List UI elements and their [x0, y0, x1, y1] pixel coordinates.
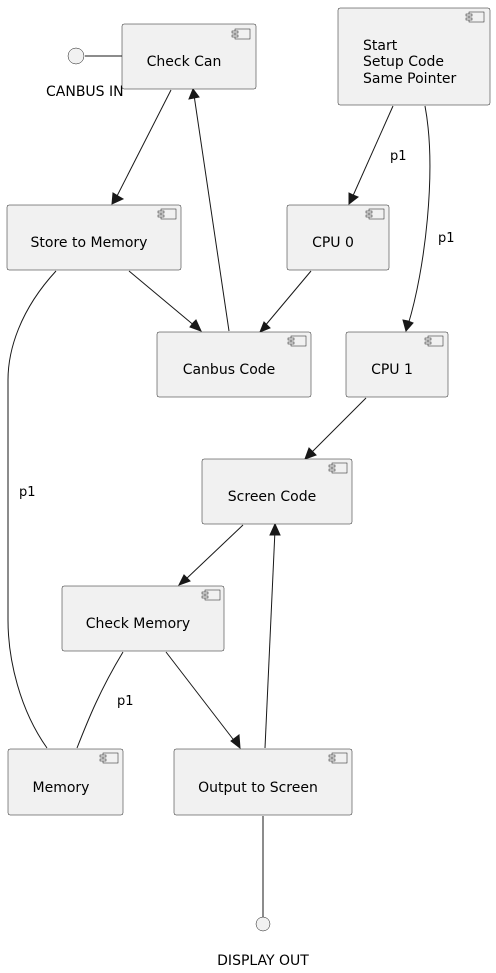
interface-label: DISPLAY OUT: [217, 953, 309, 969]
component-label: Memory: [33, 780, 90, 796]
component-screen-code[interactable]: Screen Code: [201, 458, 353, 525]
component-memory[interactable]: Memory: [7, 748, 124, 816]
component-label: Start: [363, 38, 398, 54]
component-icon: [201, 589, 221, 601]
component-label: Check Can: [147, 54, 222, 70]
arrowhead: [402, 319, 414, 333]
component-cpu0[interactable]: CPU 0: [286, 204, 390, 271]
interface-display-out: DISPLAY OUT: [217, 916, 309, 969]
edges: [7, 55, 431, 917]
edge-screen-to-checkmem: [184, 524, 244, 581]
interface-circle: [67, 47, 85, 65]
arrowhead: [188, 87, 200, 100]
arrowhead: [304, 447, 317, 460]
component-icon: [424, 335, 444, 347]
edge-store-memory-link: [7, 270, 57, 749]
component-icon: [99, 752, 119, 764]
edge-canbus-to-checkcan: [193, 94, 230, 332]
arrowhead: [230, 734, 241, 750]
interface-label: CANBUS IN: [46, 84, 124, 100]
component-label: Canbus Code: [183, 362, 276, 378]
component-icon: [328, 462, 348, 474]
arrowhead: [189, 319, 202, 332]
component-check-can[interactable]: Check Can: [121, 23, 257, 90]
component-icon: [328, 752, 348, 764]
arrowhead: [348, 192, 359, 206]
arrowhead: [269, 522, 281, 536]
component-label: Check Memory: [86, 616, 190, 632]
component-icon: [231, 28, 251, 40]
edge-checkmem-to-output: [165, 651, 237, 744]
component-icon: [465, 11, 485, 23]
edge-label-setup-cpu0: p1: [390, 149, 407, 164]
component-cpu1[interactable]: CPU 1: [345, 331, 449, 398]
component-icon: [287, 335, 307, 347]
edge-setup-to-cpu0: [351, 105, 394, 199]
edge-cpu1-to-screen: [309, 397, 367, 455]
edge-checkcan-to-store: [115, 89, 172, 199]
component-label: CPU 0: [312, 235, 354, 251]
edge-label-setup-cpu1: p1: [438, 231, 455, 246]
component-label: Output to Screen: [198, 780, 318, 796]
edge-setup-to-cpu1: [407, 105, 431, 326]
component-setup[interactable]: Start Setup Code Same Pointer: [337, 7, 491, 106]
interface-canbus-in: CANBUS IN: [46, 47, 124, 100]
edge-label-checkmem-memory: p1: [117, 694, 134, 709]
component-canbus-code[interactable]: Canbus Code: [156, 331, 312, 398]
component-label: CPU 1: [371, 362, 413, 378]
component-label: Store to Memory: [31, 235, 148, 251]
component-label: Same Pointer: [363, 71, 457, 87]
interface-circle: [255, 916, 271, 932]
component-label: Setup Code: [363, 54, 444, 70]
edge-label-store-memory: p1: [19, 485, 36, 500]
component-output-to-screen[interactable]: Output to Screen: [173, 748, 353, 816]
component-check-memory[interactable]: Check Memory: [61, 585, 225, 652]
arrowhead: [111, 192, 125, 205]
edge-store-to-canbus: [128, 270, 197, 328]
edge-cpu0-to-canbus: [263, 270, 312, 328]
edge-output-to-screen: [264, 529, 276, 749]
component-icon: [157, 208, 177, 220]
arrowhead: [259, 321, 271, 333]
component-icon: [365, 208, 385, 220]
component-store-to-memory[interactable]: Store to Memory: [6, 204, 182, 271]
component-label: Screen Code: [228, 489, 316, 505]
edge-checkmem-memory-link: [76, 651, 124, 749]
arrowhead: [177, 574, 191, 586]
